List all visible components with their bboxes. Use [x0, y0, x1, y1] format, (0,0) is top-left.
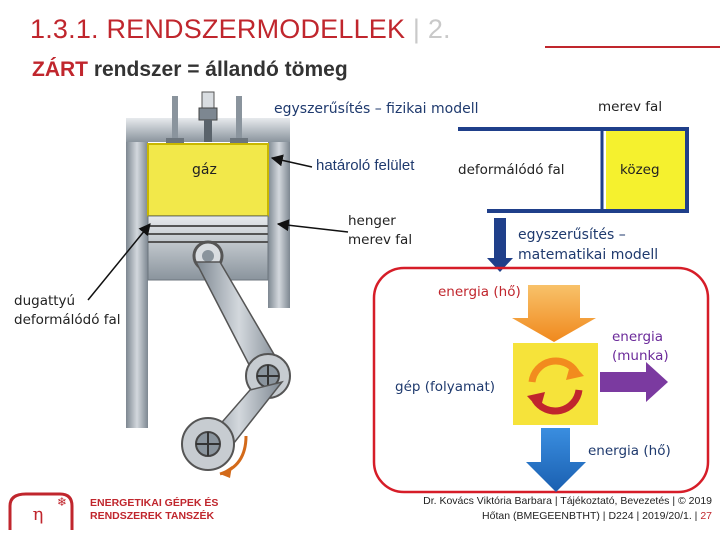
boundary-pointer — [270, 154, 313, 168]
valves — [166, 96, 248, 144]
eta-icon: η — [33, 504, 44, 525]
work-label: energia (munka) — [612, 328, 669, 366]
cylinder-wall-left — [126, 128, 148, 428]
footer: Dr. Kovács Viktória Barbara | Tájékoztat… — [423, 494, 712, 524]
math-model-heading-line1: egyszerűsítés – — [518, 227, 626, 243]
cylinder-label-line2: merev fal — [348, 232, 413, 248]
footer-line1: Dr. Kovács Viktória Barbara | Tájékoztat… — [423, 495, 712, 507]
subtitle-rest: rendszer = állandó tömeg — [88, 58, 348, 81]
work-out-arrow — [600, 362, 668, 402]
cylinder-label: henger merev fal — [348, 212, 412, 250]
cycle-icon — [527, 357, 584, 415]
medium-box — [606, 131, 685, 209]
subtitle-highlight: ZÁRT — [32, 58, 88, 81]
heat-in-label: energia (hő) — [438, 284, 521, 300]
piston-label-line1: dugattyú — [14, 293, 76, 309]
system-boundary — [372, 266, 710, 494]
engine-illustration — [126, 91, 291, 478]
rigid-wall-label: merev fal — [598, 99, 663, 115]
gas-chamber — [147, 143, 269, 217]
heat-out-arrow — [526, 428, 586, 492]
page-number: 27 — [700, 510, 712, 522]
math-model-heading: egyszerűsítés – matematikai modell — [518, 225, 658, 265]
machine-label: gép (folyamat) — [395, 379, 496, 395]
title-separator: | — [405, 14, 428, 44]
footer-course: Hőtan (BMEGEENBTHT) | D224 | 2019/20/1. … — [482, 510, 701, 522]
page-subtitle: ZÁRT rendszer = állandó tömeg — [32, 58, 348, 82]
department-logo: η ❄ — [8, 492, 74, 530]
gas-label: gáz — [192, 162, 217, 178]
physical-model — [458, 127, 689, 213]
math-model — [372, 218, 710, 494]
deformable-wall-label: deformálódó fal — [458, 162, 565, 178]
work-label-line1: energia — [612, 329, 664, 345]
math-model-heading-line2: matematikai modell — [518, 247, 659, 263]
department-name: ENERGETIKAI GÉPEK ÉS RENDSZEREK TANSZÉK — [90, 497, 218, 523]
snowflake-icon: ❄ — [57, 495, 67, 509]
piston-label: dugattyú deformálódó fal — [14, 292, 121, 330]
medium-label: közeg — [620, 162, 660, 178]
piston-pointer — [87, 223, 151, 301]
footer-line2: Hőtan (BMEGEENBTHT) | D224 | 2019/20/1. … — [423, 509, 712, 524]
cylinder-label-line1: henger — [348, 213, 396, 229]
cylinder-pointer — [276, 219, 349, 233]
title-main: 1.3.1. RENDSZERMODELLEK — [30, 14, 406, 44]
heat-out-label: energia (hő) — [588, 443, 671, 459]
cylinder-wall-right — [268, 128, 290, 308]
work-label-line2: (munka) — [612, 348, 669, 364]
physical-model-heading: egyszerűsítés – fizikai modell — [274, 101, 479, 117]
title-underline — [545, 46, 720, 48]
page-title: 1.3.1. RENDSZERMODELLEK | 2. — [30, 14, 451, 45]
department-name-line1: ENERGETIKAI GÉPEK ÉS — [90, 497, 219, 509]
boundary-label: határoló felület — [316, 157, 415, 174]
piston-label-line2: deformálódó fal — [14, 312, 121, 328]
rigid-wall-boundary — [458, 127, 689, 213]
title-number: 2. — [427, 14, 451, 44]
department-name-line2: RENDSZEREK TANSZÉK — [90, 510, 215, 522]
heat-in-arrow — [512, 285, 596, 342]
spark-plug-icon — [198, 91, 218, 142]
down-arrow-icon — [487, 218, 513, 272]
